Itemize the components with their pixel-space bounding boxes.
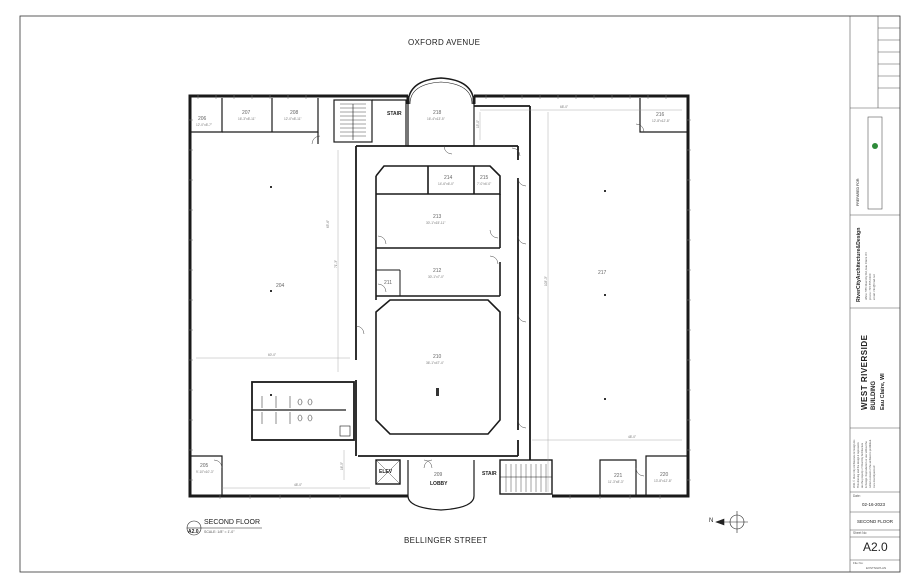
north-arrow-icon <box>715 511 748 533</box>
north-stair <box>333 99 407 146</box>
center-core-walls <box>375 165 501 435</box>
north-office-walls <box>190 98 319 144</box>
street-label-south: BELLINGER STREET <box>404 536 488 545</box>
room-dimension: 14'-6"x6'-0" <box>438 182 455 186</box>
room-number: 217 <box>598 270 607 276</box>
room-dimension: 16'-3"x8'-11" <box>238 117 256 121</box>
room-number: 212 <box>433 268 442 274</box>
project-subtitle: BUILDING <box>871 381 877 410</box>
drawing-scale: SCALE: 1/8" = 1'-0" <box>204 530 235 534</box>
stair-tag: STAIR <box>387 111 402 117</box>
dimension-text: 60'-0" <box>268 353 277 357</box>
dimension-lines <box>196 109 682 492</box>
window-ticks <box>188 94 691 499</box>
street-label-north: OXFORD AVENUE <box>408 38 481 47</box>
logo-dot-icon <box>872 143 878 149</box>
dimension-text: 103'-3" <box>544 276 548 286</box>
firm-info-line: email: info@rcad.net <box>872 274 876 300</box>
room-number: 205 <box>200 463 209 469</box>
room-number: 210 <box>433 354 442 360</box>
restroom-block <box>251 381 355 441</box>
sheet-border <box>19 15 901 573</box>
dimension-text: 16'-5" <box>340 461 344 470</box>
firm-name: RiverCityArchitecture&Design <box>856 227 862 302</box>
room-205-walls <box>190 455 223 496</box>
project-name: WEST RIVERSIDE <box>860 334 869 410</box>
drawing-title-marker <box>186 520 262 536</box>
room-number: 215 <box>480 175 489 181</box>
sheet-number-label: Sheet No: <box>853 531 868 535</box>
dimension-text: 68'-0" <box>560 105 569 109</box>
room-number: 214 <box>444 175 453 181</box>
room-dimension: 30'-1"x15'-11" <box>426 221 446 225</box>
room-number: 208 <box>290 110 299 116</box>
lobby-tag: LOBBY <box>430 481 448 487</box>
south-core <box>375 459 553 511</box>
title-block-frame <box>849 16 900 572</box>
file-number: EXSTNGPLAN <box>866 566 887 570</box>
room-number: 221 <box>614 473 623 479</box>
door-swings <box>213 123 645 477</box>
room-number: 220 <box>660 472 669 478</box>
room-dimension: 12'-0"x8'-7" <box>196 123 213 127</box>
copyright-note: 2021 © River City Architecture & Design … <box>853 438 856 488</box>
room-216-walls <box>639 98 688 133</box>
date-value: 02-16-2023 <box>862 502 886 507</box>
room-number: 211 <box>384 280 392 286</box>
sheet-number: A2.0 <box>863 540 888 554</box>
room-dimension: 7'-0"x6'-0" <box>477 182 492 186</box>
dimension-text: 65'-6" <box>326 219 330 228</box>
room-number: 209 <box>434 472 443 478</box>
drawing-title: SECOND FLOOR <box>204 519 261 526</box>
room-dimension: 12'-0"x8'-11" <box>284 117 302 121</box>
room-number: 204 <box>276 283 285 289</box>
room-number: 216 <box>656 112 665 118</box>
dimension-text: 48'-0" <box>294 483 303 487</box>
dimension-text: 71'-3" <box>334 259 338 268</box>
drawing-number: A2.0 <box>188 529 199 535</box>
copyright-note: This drawing and the design it represent… <box>857 442 860 488</box>
room-number: 206 <box>198 116 207 122</box>
structural-columns <box>270 186 606 400</box>
sheet-title: SECOND FLOOR <box>857 519 894 524</box>
room-dimension: 13'-8"x12'-8" <box>654 479 672 483</box>
copyright-note: www.rivercityad.com <box>873 465 876 488</box>
file-number-label: File No: <box>853 561 864 565</box>
room-dimension: 9'-10"x10'-3" <box>196 470 214 474</box>
corridor-walls <box>355 105 531 460</box>
north-arrow-label: N <box>709 518 714 524</box>
room-dimension: 36'-1"x47'-4" <box>426 361 444 365</box>
project-city: Eau Claire, WI <box>880 373 886 410</box>
elevator-tag: ELEV <box>379 469 393 475</box>
stair-tag: STAIR <box>482 471 497 477</box>
copyright-note: & Design. Reproduction or use without th… <box>865 441 868 488</box>
room-dimension: 11'-3"x8'-3" <box>608 480 624 484</box>
room-dimension: 12'-8"x12'-8" <box>652 119 670 123</box>
date-label: Date: <box>853 494 861 498</box>
room-number: 218 <box>433 110 442 116</box>
copyright-note: written consent of the architect is proh… <box>869 439 872 488</box>
copyright-note: are the property of RiverCity Architectu… <box>861 442 864 488</box>
room-number: 213 <box>433 214 442 220</box>
dimension-text: 48'-0" <box>628 435 637 439</box>
room-number: 207 <box>242 110 251 116</box>
room-dimension: 16'-4"x13'-5" <box>427 117 445 121</box>
dimension-text: 15'-0" <box>476 119 480 128</box>
prepared-for-label: PREPARED FOR: <box>856 177 860 206</box>
room-dimension: 30'-1"x7'-0" <box>428 275 445 279</box>
south-east-office-walls <box>599 455 688 496</box>
